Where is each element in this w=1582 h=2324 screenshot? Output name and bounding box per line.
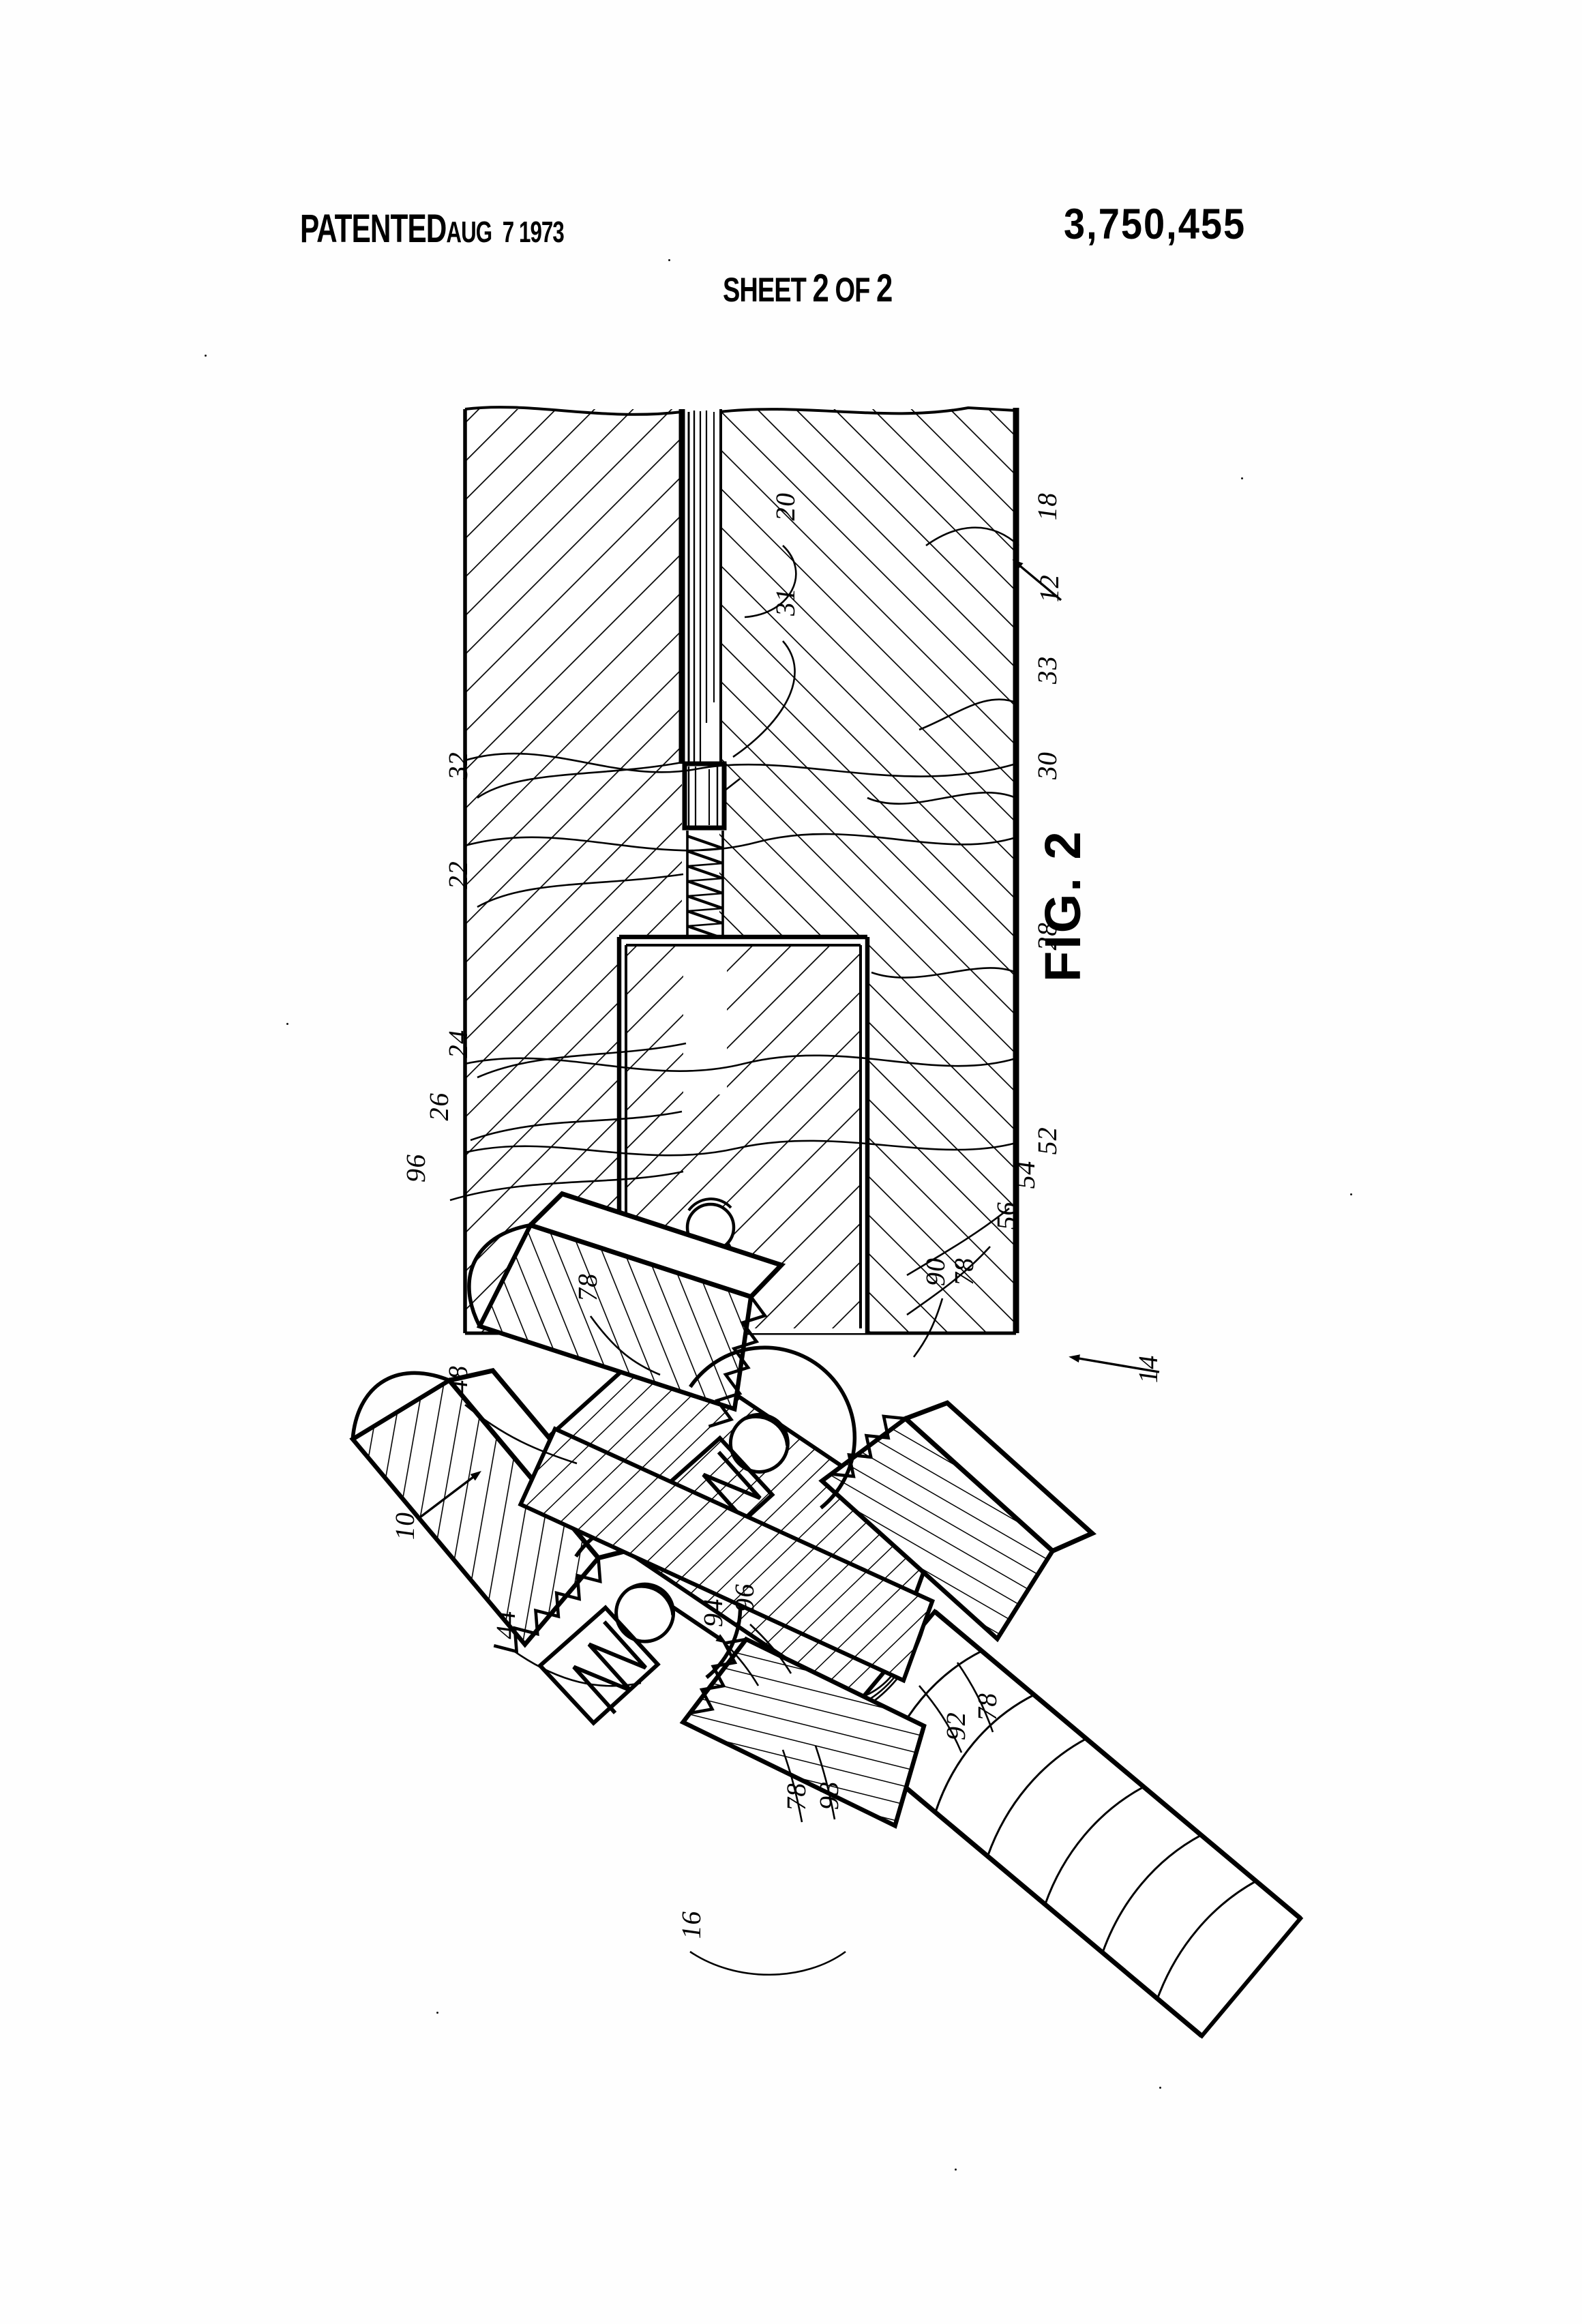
ref-numeral-33: 33 xyxy=(1032,653,1062,687)
scan-speckle xyxy=(436,2012,438,2014)
sheet-current: 2 xyxy=(812,265,829,310)
scan-speckle xyxy=(955,2169,957,2171)
scan-speckle xyxy=(205,355,207,357)
ref-numeral-30: 30 xyxy=(1032,749,1062,782)
ref-numeral-78-c: 78 xyxy=(781,1780,811,1813)
patent-date: AUG 7 1973 xyxy=(446,215,564,250)
scan-speckle xyxy=(1159,2087,1161,2089)
sheet-total: 2 xyxy=(876,265,893,310)
patent-date-line: PATENTEDAUG 7 1973 xyxy=(300,205,565,252)
patented-word: PATENTED xyxy=(300,205,447,251)
ref-numeral-31: 31 xyxy=(770,585,801,619)
ref-numeral-12: 12 xyxy=(1034,571,1064,605)
ref-numeral-96-a: 96 xyxy=(400,1151,431,1185)
ref-numeral-78-a: 78 xyxy=(572,1270,603,1304)
figure-caption: FIG. 2 xyxy=(1034,829,1091,982)
ref-numeral-16: 16 xyxy=(676,1908,706,1941)
patent-number: 3,750,455 xyxy=(1064,200,1247,248)
scan-speckle xyxy=(1350,1193,1352,1195)
ref-numeral-96-b: 96 xyxy=(729,1581,760,1614)
ref-numeral-78-d: 78 xyxy=(972,1690,1002,1723)
ref-numeral-78-b: 78 xyxy=(949,1255,979,1288)
ref-numeral-52: 52 xyxy=(1032,1124,1062,1157)
scan-speckle xyxy=(1241,477,1243,479)
ref-numeral-44: 44 xyxy=(490,1608,521,1641)
scan-speckle xyxy=(668,259,670,261)
ref-numeral-54: 54 xyxy=(1010,1158,1041,1191)
ref-numeral-32: 32 xyxy=(443,749,473,782)
sheet-line: SHEET 2 OF 2 xyxy=(723,265,893,311)
ref-numeral-10: 10 xyxy=(389,1509,420,1543)
ref-numeral-56: 56 xyxy=(991,1199,1021,1232)
ref-numeral-92: 92 xyxy=(940,1709,971,1742)
sheet-of: OF xyxy=(828,271,877,309)
ref-numeral-24: 24 xyxy=(443,1027,473,1060)
ref-numeral-14: 14 xyxy=(1133,1352,1163,1386)
ref-numeral-26: 26 xyxy=(423,1090,454,1123)
ref-numeral-48: 48 xyxy=(443,1362,473,1396)
scan-speckle xyxy=(286,1023,288,1025)
ref-numeral-94: 94 xyxy=(698,1596,728,1629)
ref-numeral-20: 20 xyxy=(770,490,801,523)
sheet-word: SHEET xyxy=(723,271,813,309)
ref-numeral-93: 93 xyxy=(814,1778,844,1812)
ref-numeral-22: 22 xyxy=(443,858,473,891)
ref-numeral-90: 90 xyxy=(920,1255,951,1288)
ref-numeral-28: 28 xyxy=(1032,919,1062,953)
ref-numeral-18: 18 xyxy=(1032,490,1062,523)
